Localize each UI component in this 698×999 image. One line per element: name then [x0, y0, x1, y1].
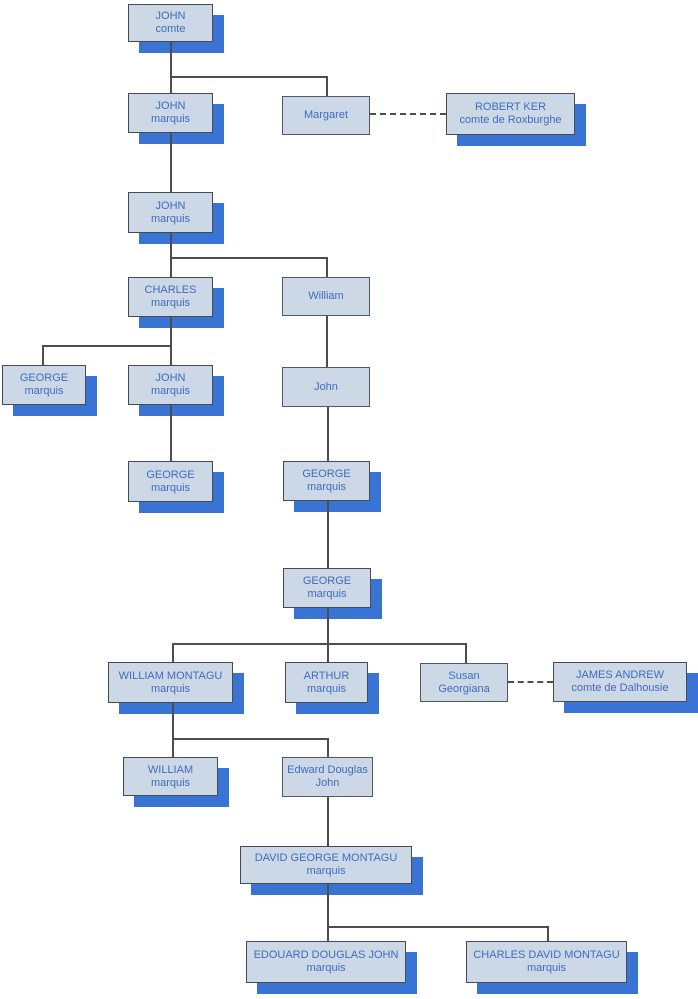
connector-line	[172, 643, 174, 662]
person-title: marquis	[306, 481, 347, 493]
person-node[interactable]: William	[282, 277, 370, 316]
person-title: marquis	[306, 865, 346, 877]
person-name: GEORGE	[302, 468, 351, 480]
connector-line	[327, 608, 329, 662]
person-name: John	[314, 380, 338, 393]
connector-line	[170, 405, 172, 461]
connector-line	[326, 316, 328, 367]
person-node[interactable]: Susan Georgiana	[420, 663, 508, 702]
person-title: marquis	[307, 588, 347, 600]
connector-line	[170, 257, 326, 259]
connector-line	[170, 133, 172, 192]
connector-line	[170, 42, 172, 93]
connector-line	[42, 345, 44, 365]
person-title: marquis	[150, 776, 191, 789]
person-name: Edward Douglas John	[287, 764, 368, 789]
person-name: GEORGE	[302, 575, 352, 587]
person-name: JAMES ANDREW	[575, 669, 664, 681]
person-name: GEORGE	[146, 468, 195, 481]
connector-line	[547, 926, 549, 941]
person-name: EDOUARD DOUGLAS JOHN	[253, 949, 399, 961]
person-name: WILLIAM	[147, 763, 194, 776]
person-title: marquis	[150, 682, 191, 695]
connector-line	[327, 407, 329, 461]
person-title: marquis	[24, 385, 64, 397]
person-title: marquis	[150, 385, 191, 397]
connector-line	[42, 345, 170, 347]
person-title: marquis	[150, 113, 191, 125]
connector-line	[327, 738, 329, 757]
person-name: Susan Georgiana	[438, 669, 490, 695]
person-name: ARTHUR	[303, 669, 350, 682]
connector-line	[172, 703, 174, 757]
person-title: marquis	[526, 962, 567, 974]
person-name: JOHN	[155, 372, 186, 384]
connector-line	[170, 233, 172, 277]
person-name: DAVID GEORGE MONTAGU	[254, 852, 398, 864]
person-node[interactable]: John	[282, 367, 370, 407]
person-name: JOHN	[155, 100, 186, 112]
person-name: GEORGE	[19, 372, 69, 384]
person-node[interactable]: Margaret	[282, 96, 370, 135]
person-title: marquis	[150, 481, 191, 494]
connector-line	[327, 926, 547, 928]
person-name: CHARLES DAVID MONTAGU	[473, 949, 620, 961]
marriage-dashed-line	[370, 113, 446, 115]
person-title: marquis	[150, 297, 191, 309]
person-title: comte de Dalhousie	[571, 682, 669, 694]
person-name: Margaret	[303, 109, 349, 121]
connector-line	[172, 643, 465, 645]
person-name: William	[308, 290, 344, 302]
person-title: comte de Roxburghe	[459, 114, 562, 126]
person-name: JOHN	[155, 199, 186, 212]
connector-line	[327, 797, 329, 846]
connector-line	[170, 76, 327, 78]
person-name: WILLIAM MONTAGU	[118, 669, 223, 682]
person-name: JOHN	[155, 10, 186, 22]
marriage-dashed-line	[508, 681, 553, 683]
connector-line	[172, 738, 327, 740]
connector-line	[326, 257, 328, 278]
person-name: CHARLES	[144, 284, 197, 296]
connector-line	[327, 884, 329, 941]
person-title: marquis	[150, 212, 191, 225]
person-name: ROBERT KER	[474, 101, 547, 113]
connector-line	[465, 643, 467, 663]
connector-line	[327, 501, 329, 568]
person-title: marquis	[306, 962, 346, 974]
connector-line	[326, 76, 328, 96]
connector-line	[170, 317, 172, 365]
person-title: comte	[155, 23, 186, 35]
person-title: marquis	[306, 682, 347, 695]
person-node[interactable]: Edward Douglas John	[282, 757, 373, 797]
